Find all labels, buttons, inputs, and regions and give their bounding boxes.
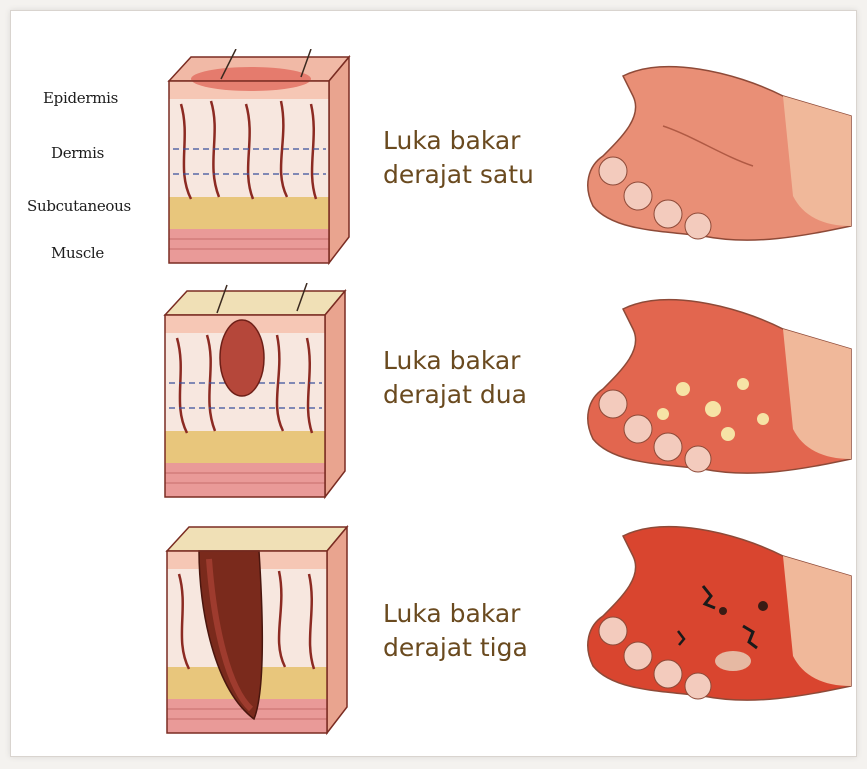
label-subcutaneous: Subcutaneous [27, 197, 131, 215]
skin-block-first-degree [161, 49, 351, 279]
caption-line1: Luka bakar [383, 124, 603, 158]
caption-line2: derajat tiga [383, 631, 603, 665]
caption-second-degree: Luka bakar derajat dua [383, 344, 603, 412]
skin-block-third-degree [159, 519, 349, 749]
burn-degrees-figure: Epidermis Dermis Subcutaneous Muscle [10, 10, 857, 757]
caption-line2: derajat dua [383, 378, 603, 412]
caption-line2: derajat satu [383, 158, 603, 192]
skin-block-second-degree [157, 283, 347, 513]
label-epidermis: Epidermis [43, 89, 118, 107]
caption-third-degree: Luka bakar derajat tiga [383, 597, 603, 665]
label-muscle: Muscle [51, 244, 104, 262]
caption-first-degree: Luka bakar derajat satu [383, 124, 603, 192]
hand-second-degree [583, 289, 853, 489]
hand-first-degree [583, 56, 853, 256]
label-dermis: Dermis [51, 144, 104, 162]
hand-third-degree [583, 516, 853, 716]
caption-line1: Luka bakar [383, 344, 603, 378]
caption-line1: Luka bakar [383, 597, 603, 631]
